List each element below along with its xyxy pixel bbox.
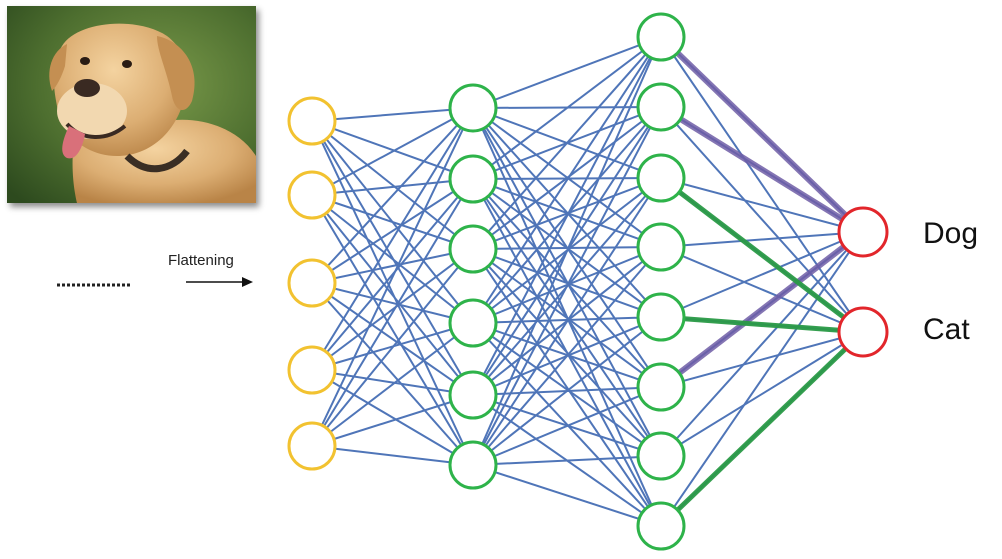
edge-l1-n2-to-n0 bbox=[472, 36, 662, 250]
highlight-edge-dog-0 bbox=[658, 34, 866, 235]
flatten-arrow-icon bbox=[242, 277, 253, 287]
hidden2-node-6 bbox=[636, 431, 686, 481]
input-node-3 bbox=[287, 345, 337, 395]
input-node-0 bbox=[287, 96, 337, 146]
edge-l0-n1-to-n2 bbox=[311, 194, 474, 250]
hidden1-node-0 bbox=[448, 83, 498, 133]
network-highlight-edges bbox=[658, 34, 866, 528]
edge-l0-n4-to-n2 bbox=[311, 248, 474, 447]
hidden1-node-4 bbox=[448, 370, 498, 420]
edge-l1-n2-to-n5 bbox=[472, 248, 662, 388]
edge-l1-n5-to-n1 bbox=[472, 106, 662, 466]
highlight-edge-dog-5 bbox=[659, 229, 865, 390]
edge-l0-n2-to-n3 bbox=[311, 282, 474, 324]
hidden2-node-1 bbox=[636, 82, 686, 132]
network-nodes bbox=[287, 12, 889, 551]
hidden2-node-5 bbox=[636, 362, 686, 412]
edge-l1-n3-to-n0 bbox=[472, 36, 662, 324]
edge-l1-n5-to-n2 bbox=[472, 177, 662, 466]
edge-l0-n4-to-n3 bbox=[311, 322, 474, 447]
hidden2-node-7 bbox=[636, 501, 686, 551]
edge-l2-n1-to-n1 bbox=[660, 106, 864, 333]
highlight-edge-cat-7 bbox=[659, 330, 865, 528]
edge-l0-n3-to-n0 bbox=[311, 107, 474, 371]
edge-l0-n1-to-n1 bbox=[311, 178, 474, 196]
edge-l1-n5-to-n4 bbox=[472, 316, 662, 466]
output-label-cat: Cat bbox=[923, 313, 970, 346]
hidden1-node-3 bbox=[448, 298, 498, 348]
edge-l0-n2-to-n1 bbox=[311, 178, 474, 284]
input-node-4 bbox=[287, 421, 337, 471]
edge-l0-n1-to-n0 bbox=[311, 107, 474, 196]
edge-l0-n4-to-n5 bbox=[311, 445, 474, 466]
edge-l1-n5-to-n7 bbox=[472, 464, 662, 527]
edge-l1-n2-to-n4 bbox=[472, 248, 662, 318]
edge-l1-n2-to-n3 bbox=[472, 246, 662, 250]
edge-l1-n2-to-n6 bbox=[472, 248, 662, 457]
hidden2-node-3 bbox=[636, 222, 686, 272]
edge-l1-n0-to-n0 bbox=[472, 36, 662, 109]
hidden2-node-4 bbox=[636, 292, 686, 342]
dog-photo-art bbox=[7, 6, 256, 203]
edge-l1-n5-to-n5 bbox=[472, 386, 662, 466]
network-edges bbox=[311, 36, 864, 527]
edge-l2-n7-to-n0 bbox=[660, 231, 864, 527]
edge-l0-n0-to-n2 bbox=[311, 120, 474, 250]
edge-l0-n3-to-n2 bbox=[311, 248, 474, 371]
edge-l0-n1-to-n3 bbox=[311, 194, 474, 324]
edge-l2-n5-to-n1 bbox=[660, 331, 864, 388]
edge-l2-n2-to-n0 bbox=[660, 177, 864, 233]
edge-l0-n3-to-n4 bbox=[311, 369, 474, 396]
output-node-1 bbox=[837, 306, 889, 358]
hidden1-node-2 bbox=[448, 224, 498, 274]
edge-l1-n2-to-n1 bbox=[472, 106, 662, 250]
highlight-edge-dog-1 bbox=[659, 104, 865, 235]
hidden2-node-2 bbox=[636, 153, 686, 203]
edge-l1-n1-to-n0 bbox=[472, 36, 662, 180]
edge-l0-n2-to-n4 bbox=[311, 282, 474, 396]
edge-l0-n0-to-n5 bbox=[311, 120, 474, 466]
edge-l0-n1-to-n4 bbox=[311, 194, 474, 396]
edge-l1-n5-to-n3 bbox=[472, 246, 662, 466]
edge-l2-n6-to-n1 bbox=[660, 331, 864, 457]
edge-l0-n1-to-n5 bbox=[311, 194, 474, 466]
hidden1-node-5 bbox=[448, 440, 498, 490]
edge-l0-n2-to-n5 bbox=[311, 282, 474, 466]
edge-l0-n4-to-n0 bbox=[311, 107, 474, 447]
edge-l0-n4-to-n4 bbox=[311, 394, 474, 447]
edge-l0-n3-to-n5 bbox=[311, 369, 474, 466]
edge-l0-n2-to-n0 bbox=[311, 107, 474, 284]
edge-l1-n3-to-n6 bbox=[472, 322, 662, 457]
edge-l0-n4-to-n1 bbox=[311, 178, 474, 447]
dog-photo bbox=[7, 6, 256, 203]
output-node-0 bbox=[837, 206, 889, 258]
edge-l0-n3-to-n1 bbox=[311, 178, 474, 371]
edge-l2-n0-to-n1 bbox=[660, 36, 864, 333]
edge-l2-n3-to-n1 bbox=[660, 246, 864, 333]
output-label-dog: Dog bbox=[923, 217, 979, 250]
highlight-edge-cat-4 bbox=[660, 314, 864, 335]
input-node-1 bbox=[287, 170, 337, 220]
edge-l0-n0-to-n0 bbox=[311, 107, 474, 122]
edge-l2-n6-to-n0 bbox=[660, 231, 864, 457]
edge-l0-n0-to-n1 bbox=[311, 120, 474, 180]
highlight-edge-cat-2 bbox=[659, 176, 865, 334]
hidden2-node-0 bbox=[636, 12, 686, 62]
edge-l1-n4-to-n0 bbox=[472, 36, 662, 396]
input-node-2 bbox=[287, 258, 337, 308]
edge-l0-n2-to-n2 bbox=[311, 248, 474, 284]
edge-l2-n3-to-n0 bbox=[660, 231, 864, 248]
hidden1-node-1 bbox=[448, 154, 498, 204]
edge-l1-n5-to-n0 bbox=[472, 36, 662, 466]
flattening-label: Flattening bbox=[168, 252, 234, 269]
edge-l2-n4-to-n0 bbox=[660, 231, 864, 318]
edge-l1-n2-to-n7 bbox=[472, 248, 662, 527]
edge-l1-n5-to-n6 bbox=[472, 455, 662, 466]
